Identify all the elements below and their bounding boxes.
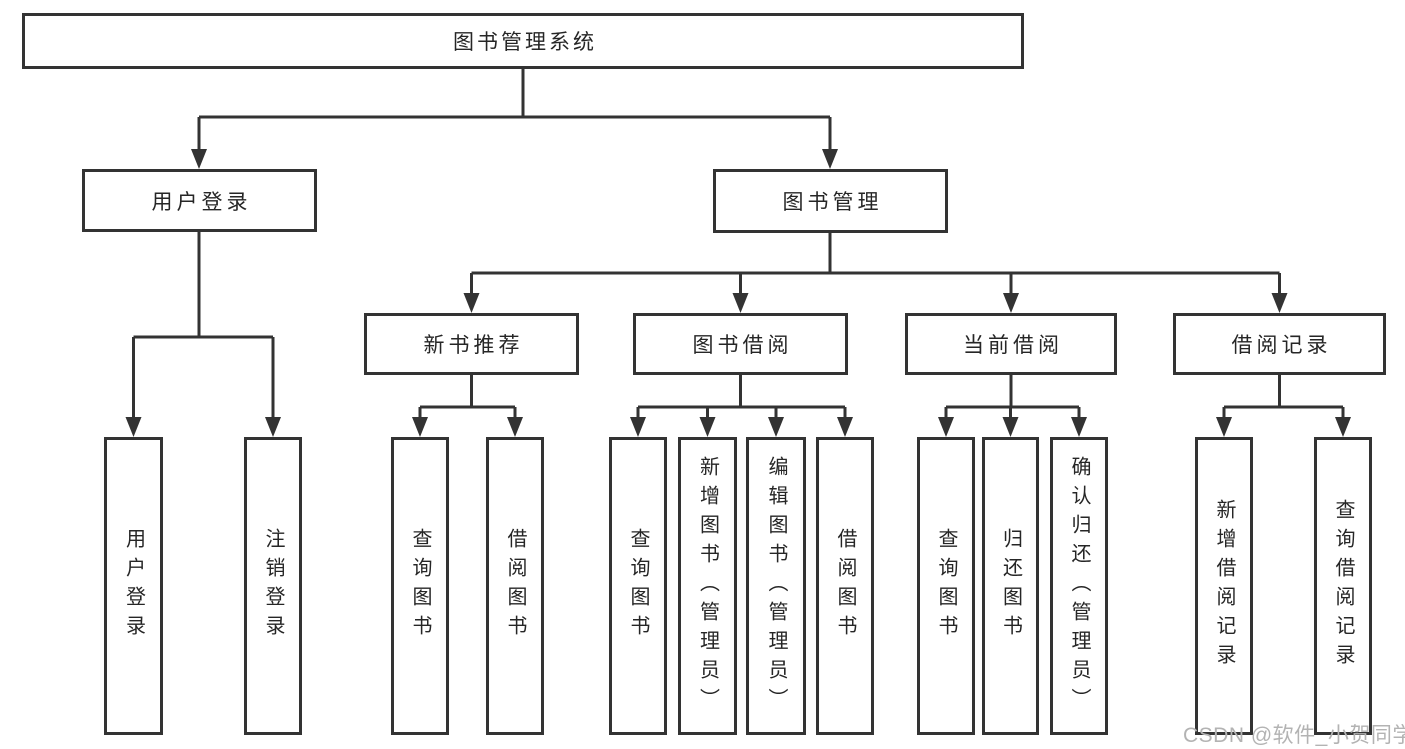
leaf-borrow-books-recommend: 借阅图书 <box>486 437 544 735</box>
node-label: 新书推荐 <box>423 334 524 357</box>
leaf-edit-books-admin: 编辑图书（管理员） <box>746 437 806 735</box>
arrowhead-icon <box>463 293 480 313</box>
node-label: 归还图书 <box>999 528 1022 644</box>
leaf-logout: 注销登录 <box>244 437 302 735</box>
arrowhead-icon <box>1271 293 1288 313</box>
connector-borrow-group <box>636 375 847 418</box>
leaf-add-borrow-record: 新增借阅记录 <box>1195 437 1253 735</box>
node-label: 编辑图书（管理员） <box>765 455 787 717</box>
arrowhead-icon <box>822 149 838 169</box>
node-current-borrow: 当前借阅 <box>905 313 1117 375</box>
node-label: 图书管理系统 <box>453 31 597 54</box>
arrowhead-icon <box>938 417 954 437</box>
arrowhead-icon <box>1335 417 1351 437</box>
node-label: 图书借阅 <box>692 334 793 357</box>
arrowhead-icon <box>732 293 749 313</box>
node-label: 当前借阅 <box>963 334 1063 357</box>
node-label: 查询图书 <box>627 528 649 644</box>
arrowhead-icon <box>412 417 428 437</box>
arrowhead-icon <box>699 417 716 437</box>
node-label: 借阅图书 <box>504 528 526 644</box>
leaf-user-login: 用户登录 <box>104 437 163 735</box>
node-label: 查询图书 <box>409 528 431 644</box>
arrowhead-icon <box>265 417 281 437</box>
arrowhead-icon <box>630 417 646 437</box>
leaf-return-books: 归还图书 <box>982 437 1039 735</box>
arrowhead-icon <box>768 417 784 437</box>
node-label: 新增借阅记录 <box>1213 499 1235 673</box>
node-label: 注销登录 <box>262 528 284 644</box>
leaf-query-borrow-record: 查询借阅记录 <box>1314 437 1372 735</box>
arrowhead-icon <box>837 417 853 437</box>
leaf-borrow-books: 借阅图书 <box>816 437 874 735</box>
node-label: 用户登录 <box>122 528 145 644</box>
node-borrow-records: 借阅记录 <box>1173 313 1386 375</box>
connector-records-group <box>1222 375 1345 418</box>
leaf-query-books-current: 查询图书 <box>917 437 975 735</box>
csdn-watermark: CSDN @软件_小贺同学 <box>1183 724 1405 747</box>
node-label: 查询图书 <box>935 528 957 644</box>
node-user-login: 用户登录 <box>82 169 317 232</box>
node-label: 确认归还（管理员） <box>1068 455 1090 717</box>
node-book-borrow: 图书借阅 <box>633 313 848 375</box>
connector-current-group <box>944 375 1081 418</box>
node-label: 借阅记录 <box>1231 334 1332 357</box>
arrowhead-icon <box>125 417 142 437</box>
node-label: 用户登录 <box>151 190 252 214</box>
node-root-system: 图书管理系统 <box>22 13 1024 69</box>
arrowhead-icon <box>191 149 207 169</box>
leaf-confirm-return-admin: 确认归还（管理员） <box>1050 437 1108 735</box>
leaf-add-books-admin: 新增图书（管理员） <box>678 437 737 735</box>
arrowhead-icon <box>507 417 523 437</box>
arrowhead-icon <box>1071 417 1087 437</box>
leaf-query-books-recommend: 查询图书 <box>391 437 449 735</box>
connector-recommend-group <box>418 375 517 418</box>
arrowhead-icon <box>1002 417 1019 437</box>
connector-login-group <box>132 232 275 418</box>
connector-mgmt-to-level3 <box>470 233 1281 294</box>
node-label: 新增图书（管理员） <box>696 455 719 717</box>
node-label: 图书管理 <box>782 191 883 214</box>
connector-root-to-level2 <box>197 69 832 150</box>
leaf-query-books-borrow: 查询图书 <box>609 437 667 735</box>
arrowhead-icon <box>1003 293 1019 313</box>
node-label: 查询借阅记录 <box>1332 499 1354 673</box>
node-book-management: 图书管理 <box>713 169 948 233</box>
arrowhead-icon <box>1216 417 1232 437</box>
node-new-book-recommend: 新书推荐 <box>364 313 579 375</box>
node-label: 借阅图书 <box>834 528 856 644</box>
